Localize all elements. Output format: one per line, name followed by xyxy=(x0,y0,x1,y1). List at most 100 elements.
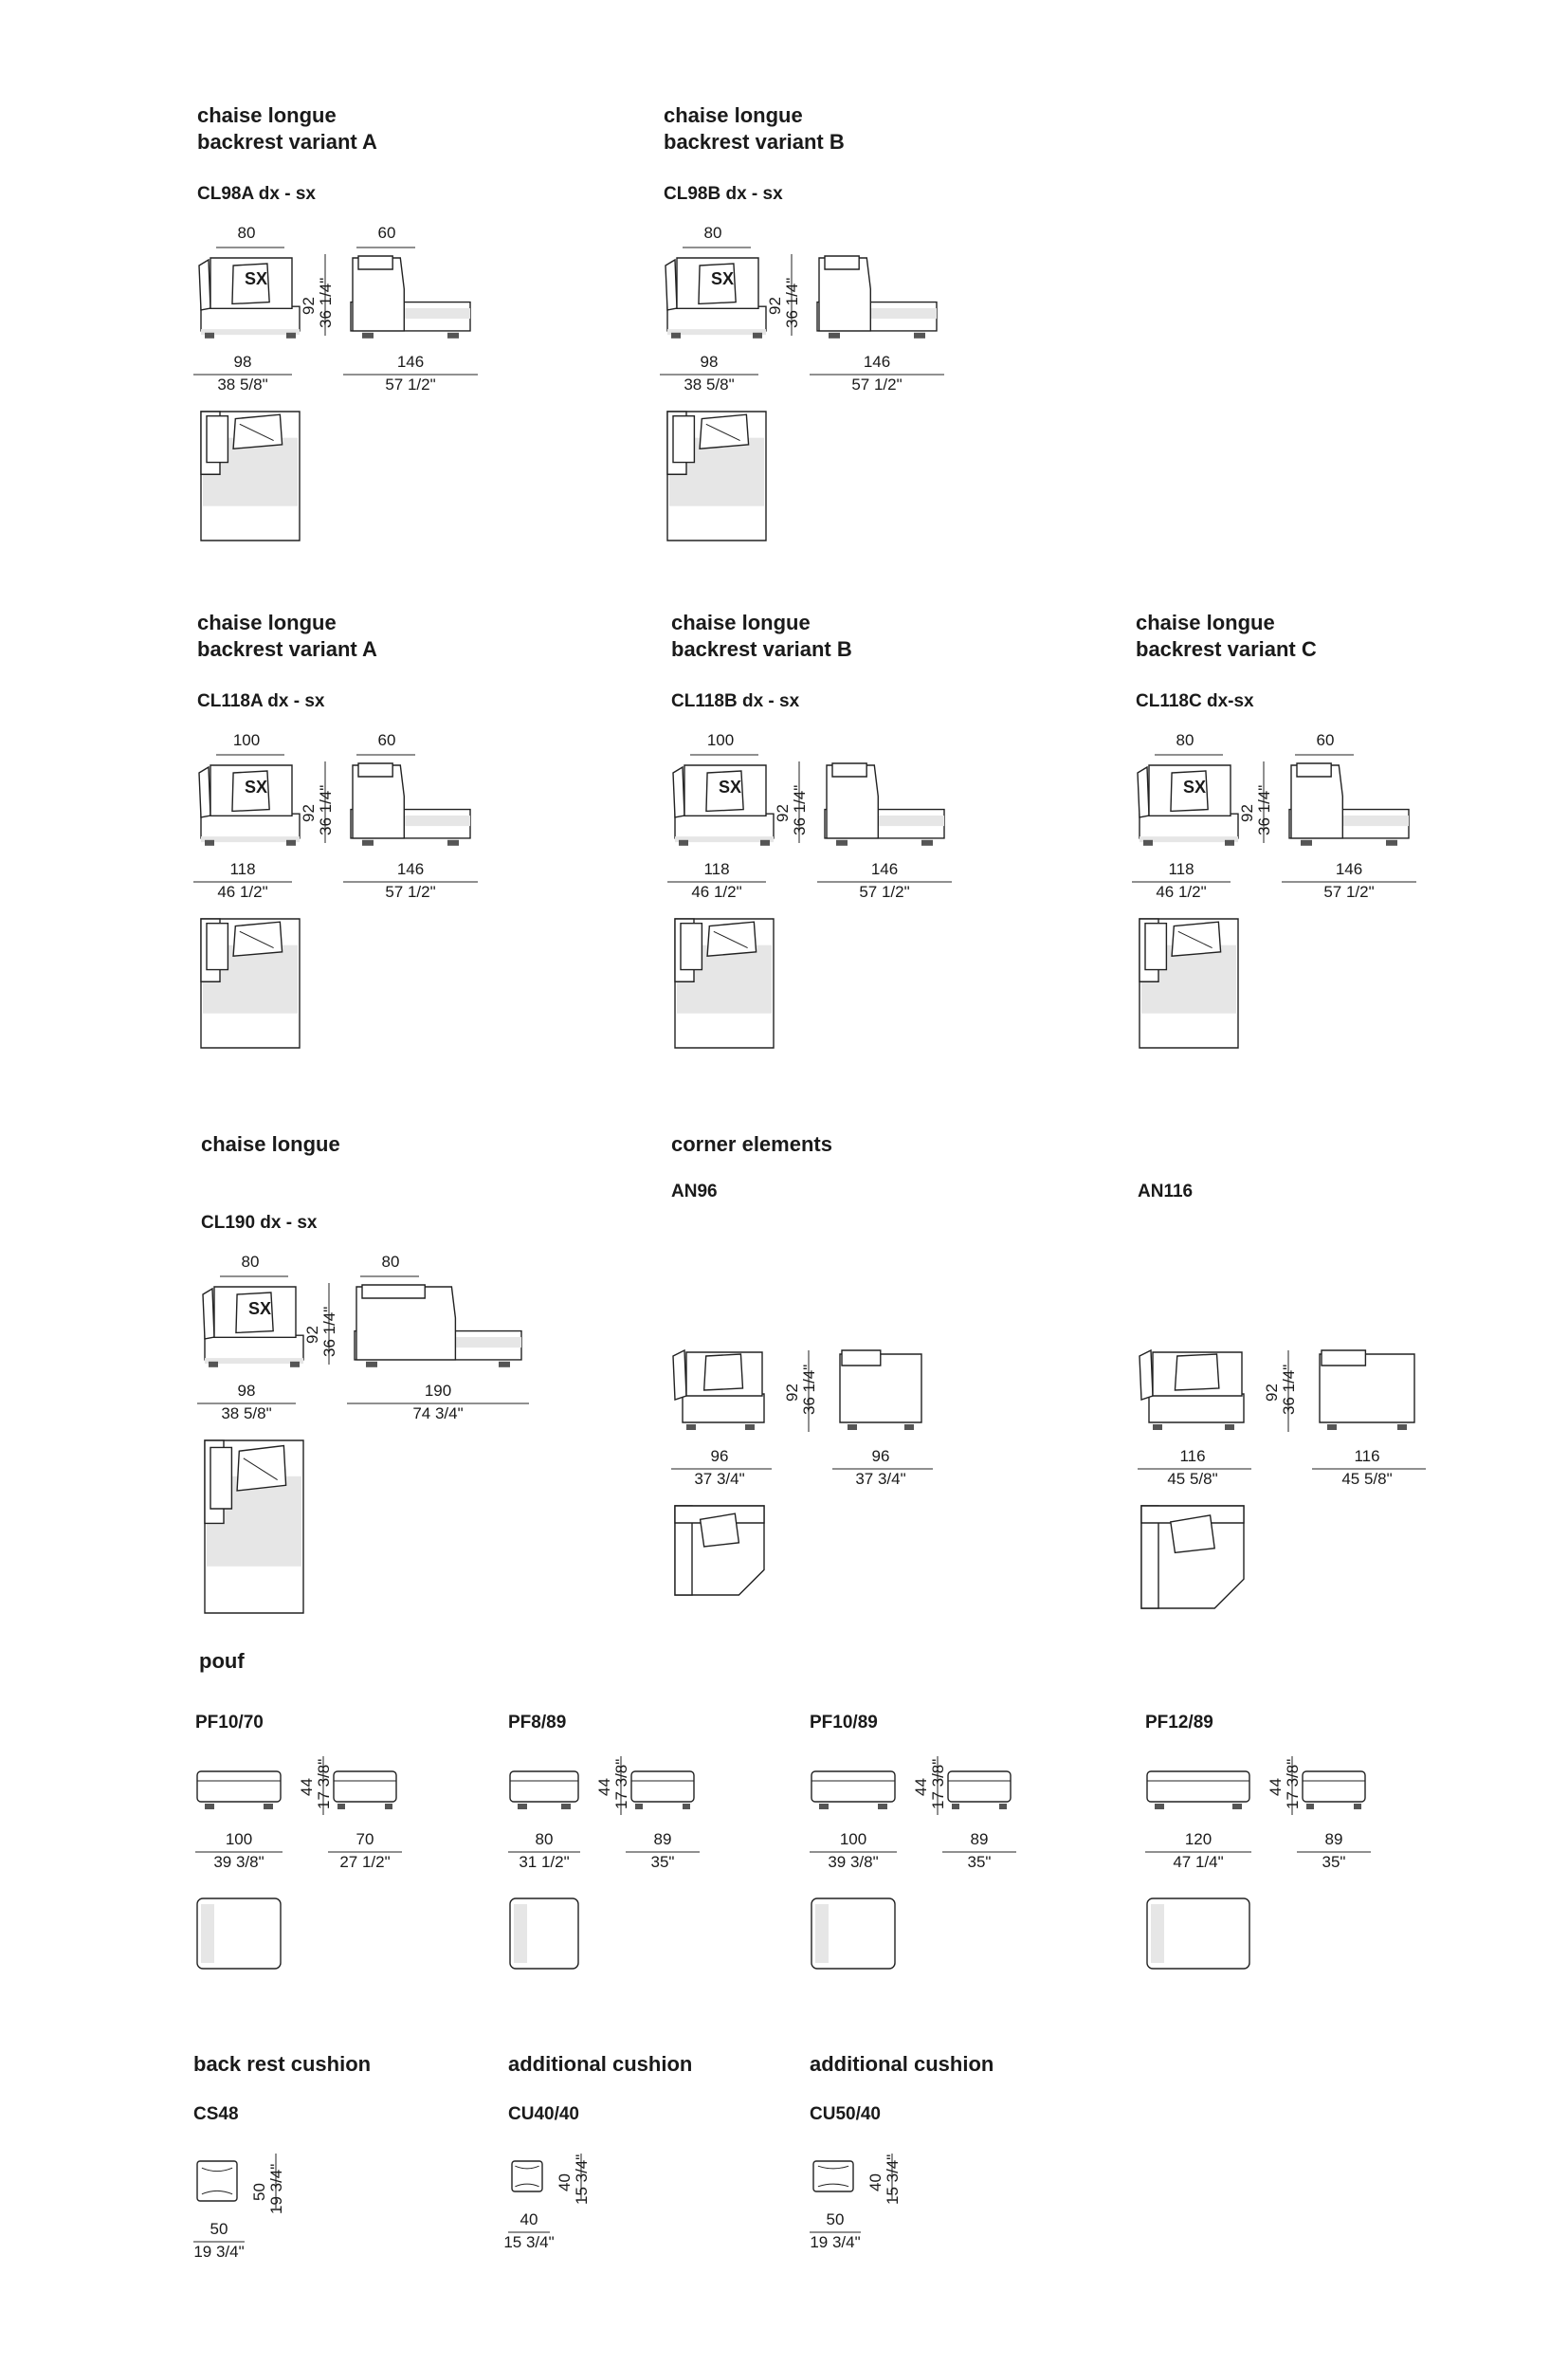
cushion-view xyxy=(195,2159,239,2203)
height-in-label: 36 1/4" xyxy=(800,1364,818,1415)
side-width-in: 35" xyxy=(967,1853,992,1871)
height-in-label: 36 1/4" xyxy=(320,1306,338,1357)
width-line xyxy=(193,2241,245,2243)
front-width-line xyxy=(671,1468,772,1470)
pouf-plan-view xyxy=(195,1897,283,1971)
side-width-in: 35" xyxy=(650,1853,675,1871)
width-cm-label: 50 xyxy=(210,2220,228,2238)
height-line xyxy=(808,1350,810,1432)
side-width-in: 35" xyxy=(1322,1853,1346,1871)
height-cm-label: 92 xyxy=(774,804,792,822)
front-width-line xyxy=(1132,881,1231,883)
section-title: additional cushion xyxy=(810,2052,994,2076)
height-line xyxy=(798,761,800,843)
side-width-line xyxy=(942,1851,1016,1853)
front-width-line xyxy=(508,1851,580,1853)
side-width-cm: 116 xyxy=(1354,1447,1380,1465)
height-in-label: 19 3/4" xyxy=(267,2163,285,2214)
sx-marker: SX xyxy=(245,269,268,288)
height-in-label: 17 3/8" xyxy=(612,1758,630,1809)
section-subtitle: backrest variant C xyxy=(1136,637,1317,661)
side-width-in: 57 1/2" xyxy=(851,376,903,394)
section-title: chaise longue xyxy=(1136,611,1275,634)
height-line xyxy=(620,1756,622,1815)
product-code: CL98B dx - sx xyxy=(664,184,783,204)
side-width-line xyxy=(810,374,944,376)
corner-front-view xyxy=(671,1348,768,1430)
pouf-side-view xyxy=(946,1769,1012,1809)
side-depth-label: 60 xyxy=(1316,731,1335,749)
cushion-view xyxy=(811,2159,855,2193)
side-width-in: 57 1/2" xyxy=(385,376,436,394)
chaise-front-view xyxy=(201,1283,307,1367)
front-depth-label: 80 xyxy=(237,224,256,242)
front-depth-line xyxy=(216,754,284,756)
height-in-label: 17 3/8" xyxy=(315,1758,333,1809)
height-line xyxy=(1263,761,1265,843)
side-width-line xyxy=(832,1468,933,1470)
product-code: CU40/40 xyxy=(508,2104,579,2124)
chaise-side-view xyxy=(1285,761,1413,846)
side-depth-label: 60 xyxy=(377,731,396,749)
section-subtitle: backrest variant B xyxy=(664,130,845,154)
front-width-cm: 116 xyxy=(1179,1447,1206,1465)
front-width-line xyxy=(810,1851,897,1853)
height-cm-label: 40 xyxy=(866,2173,884,2191)
pouf-plan-view xyxy=(508,1897,580,1971)
sx-marker: SX xyxy=(248,1299,272,1318)
side-width-line xyxy=(817,881,952,883)
side-width-in: 74 3/4" xyxy=(412,1404,464,1422)
height-cm-label: 44 xyxy=(1267,1778,1285,1796)
front-depth-line xyxy=(216,247,284,248)
front-width-cm: 120 xyxy=(1184,1830,1212,1848)
front-width-cm: 100 xyxy=(839,1830,867,1848)
height-line xyxy=(891,2154,893,2199)
product-code: PF10/89 xyxy=(810,1713,878,1732)
side-width-line xyxy=(328,1851,402,1853)
chaise-side-view xyxy=(347,254,474,339)
section-title: additional cushion xyxy=(508,2052,693,2076)
height-line xyxy=(791,254,793,336)
front-width-cm: 96 xyxy=(710,1447,729,1465)
product-code: CL118A dx - sx xyxy=(197,691,325,711)
front-width-in: 45 5/8" xyxy=(1167,1470,1218,1488)
product-code: AN96 xyxy=(671,1182,718,1201)
product-code: CL98A dx - sx xyxy=(197,184,316,204)
height-in-label: 36 1/4" xyxy=(783,277,801,328)
product-code: PF12/89 xyxy=(1145,1713,1213,1732)
side-width-line xyxy=(1297,1851,1371,1853)
front-width-line xyxy=(193,374,292,376)
side-width-in: 45 5/8" xyxy=(1341,1470,1393,1488)
section-title: chaise longue xyxy=(201,1132,340,1156)
height-in-label: 15 3/4" xyxy=(884,2154,902,2205)
side-width-cm: 146 xyxy=(396,860,425,878)
side-width-cm: 96 xyxy=(871,1447,890,1465)
section-title: chaise longue xyxy=(671,611,811,634)
front-width-in: 46 1/2" xyxy=(691,883,742,901)
pouf-side-view xyxy=(1301,1769,1367,1809)
front-width-cm: 98 xyxy=(700,353,719,371)
chaise-plan-view xyxy=(197,915,303,1052)
front-depth-label: 100 xyxy=(706,731,735,749)
pouf-front-view xyxy=(1145,1769,1251,1809)
side-width-line xyxy=(343,374,478,376)
front-width-cm: 118 xyxy=(1168,860,1194,878)
pouf-plan-view xyxy=(810,1897,897,1971)
product-code: CL190 dx - sx xyxy=(201,1213,318,1233)
front-width-line xyxy=(1138,1468,1251,1470)
width-in-label: 15 3/4" xyxy=(503,2233,555,2251)
side-width-cm: 70 xyxy=(356,1830,374,1848)
side-width-line xyxy=(1282,881,1416,883)
side-width-in: 57 1/2" xyxy=(385,883,436,901)
section-title: corner elements xyxy=(671,1132,832,1156)
cushion-view xyxy=(510,2159,544,2193)
side-width-in: 27 1/2" xyxy=(339,1853,391,1871)
front-width-in: 46 1/2" xyxy=(1156,883,1207,901)
height-line xyxy=(1287,1350,1289,1432)
corner-plan-view xyxy=(1138,1502,1248,1612)
front-depth-label: 80 xyxy=(1176,731,1194,749)
width-line xyxy=(508,2231,550,2233)
chaise-side-view xyxy=(351,1283,525,1367)
section-title: back rest cushion xyxy=(193,2052,372,2076)
corner-front-view xyxy=(1138,1348,1248,1430)
